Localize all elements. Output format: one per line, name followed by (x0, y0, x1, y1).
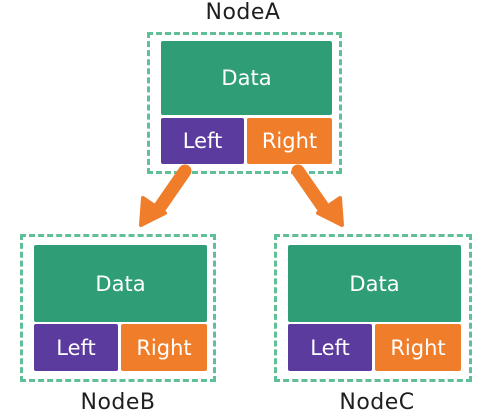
node-a: Data Left Right (147, 32, 342, 174)
node-c-title: NodeC (339, 390, 415, 415)
node-c: Data Left Right (274, 234, 472, 382)
node-b-left: Left (34, 324, 118, 371)
node-c-left: Left (288, 324, 372, 371)
arrow-a-to-c (291, 164, 344, 227)
node-b-title: NodeB (80, 390, 156, 415)
node-a-right: Right (247, 118, 332, 164)
arrow-a-to-b (139, 164, 192, 227)
node-a-left: Left (161, 118, 244, 164)
node-b-right: Right (121, 324, 207, 371)
node-c-right: Right (375, 324, 461, 371)
node-a-data: Data (161, 41, 332, 115)
node-a-title: NodeA (205, 0, 281, 25)
node-c-data: Data (288, 245, 461, 322)
node-b: Data Left Right (20, 234, 216, 382)
node-b-data: Data (34, 245, 207, 322)
